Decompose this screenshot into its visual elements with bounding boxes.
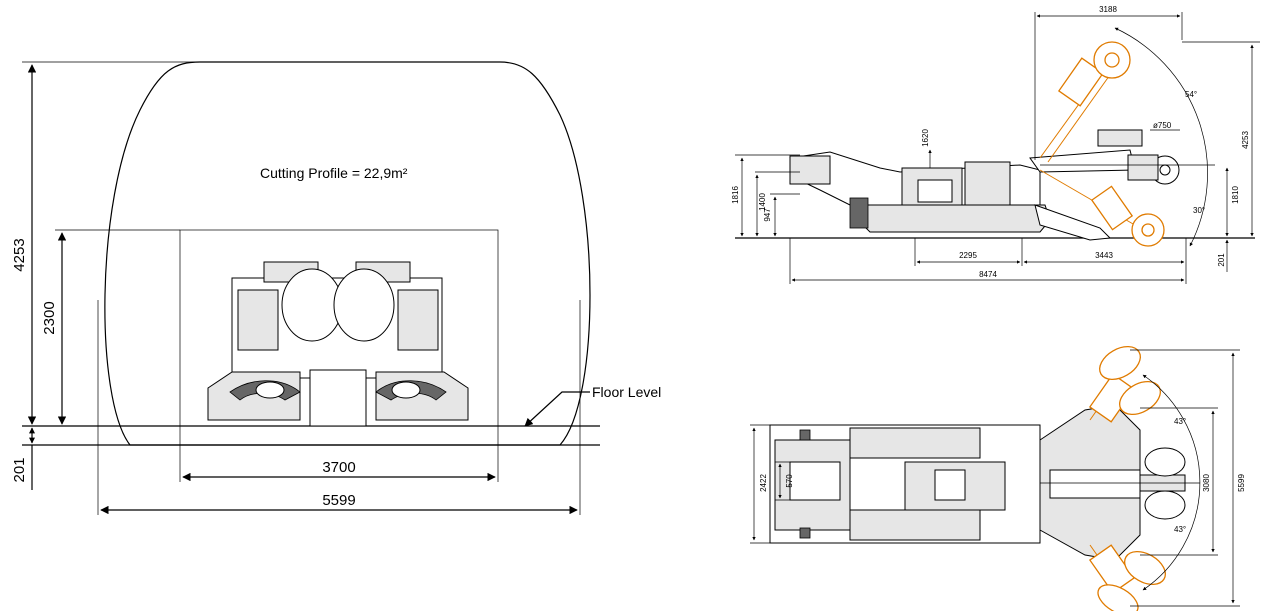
dim-label-1400: 1400 [758, 193, 767, 211]
top-view: 43° 43° 2422 570 3080 5599 [750, 345, 1246, 611]
dim-label-total-length: 8474 [979, 270, 997, 279]
dim-label-floor-depth-side: 201 [1217, 253, 1226, 267]
dim-label-boom: 1810 [1231, 186, 1240, 204]
dim-label-5599-top: 5599 [1237, 474, 1246, 492]
dim-label-top-reach: 3188 [1099, 5, 1117, 14]
dim-label-947: 947 [763, 208, 772, 222]
cutter-top-upper [1088, 345, 1161, 423]
front-view: Floor Level Cutting Profile = 22,9m² 425… [11, 61, 661, 515]
floor-level-leader [524, 391, 590, 427]
top-angle-up: 43° [1174, 417, 1186, 426]
dim-label-front: 3443 [1095, 251, 1113, 260]
dim-label-1816: 1816 [731, 186, 740, 204]
side-view: 54° 30° 3188 ø750 1620 4253 1810 201 181… [731, 5, 1260, 284]
cutting-profile-label: Cutting Profile = 22,9m² [260, 165, 408, 181]
dim-label-width-total-top: 2422 [759, 474, 768, 492]
dim-label-height-total-side: 4253 [1241, 131, 1250, 149]
dim-label-height-body: 2300 [41, 301, 58, 334]
machine-side-body [789, 151, 1112, 241]
dim-label-drum: ø750 [1153, 121, 1172, 130]
side-angle-arc [1114, 27, 1208, 247]
top-angle-down: 43° [1174, 525, 1186, 534]
side-angle-up: 54° [1185, 90, 1197, 99]
floor-level-label: Floor Level [592, 384, 661, 400]
dim-label-cab: 1620 [921, 129, 930, 147]
cutting-profile-outline [104, 61, 591, 446]
dim-label-width-body: 3700 [322, 459, 355, 476]
dim-label-height-total: 4253 [11, 238, 28, 271]
dim-label-width-cut: 5599 [322, 492, 355, 509]
dim-label-3080: 3080 [1202, 474, 1211, 492]
dim-label-floor-depth: 201 [11, 457, 28, 482]
machine-top-body [769, 404, 1186, 561]
top-angle-arc [1142, 374, 1201, 591]
dim-label-570: 570 [785, 474, 794, 488]
machine-front-body [207, 261, 469, 427]
side-angle-down: 30° [1193, 206, 1205, 215]
dim-label-track: 2295 [959, 251, 977, 260]
boom-side [1029, 129, 1180, 185]
